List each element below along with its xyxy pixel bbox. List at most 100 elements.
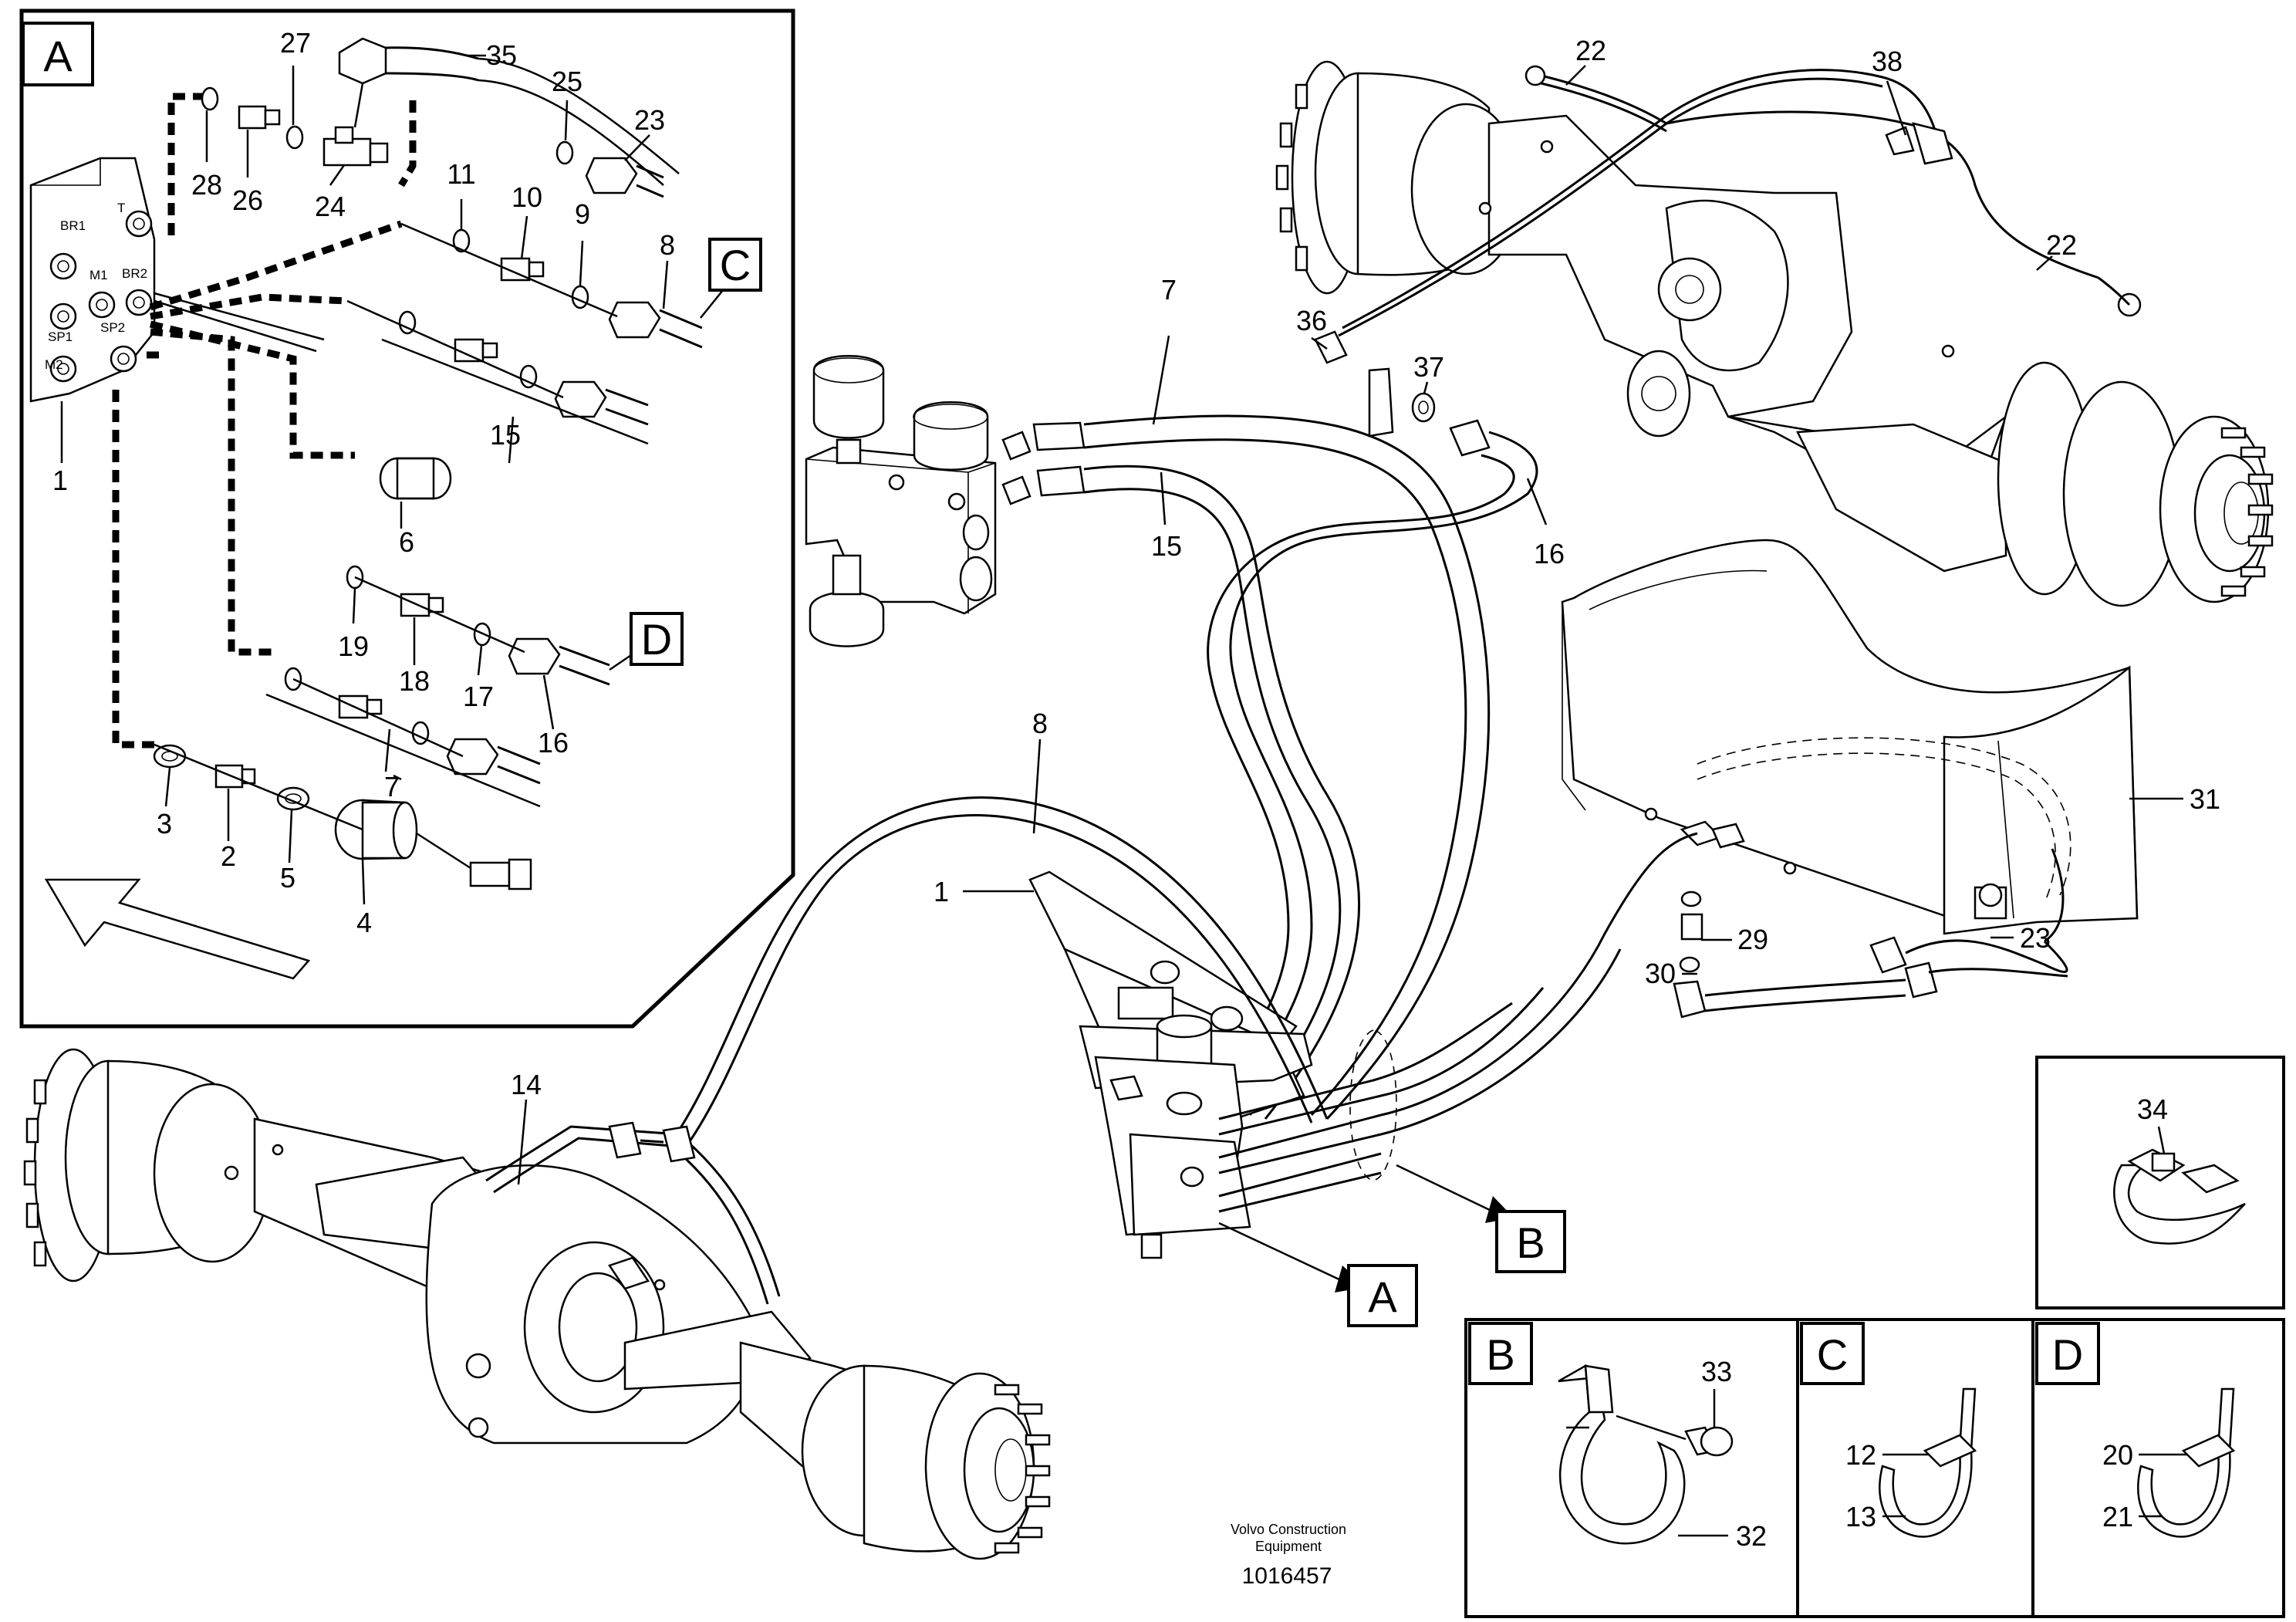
footer-line2: Equipment xyxy=(1255,1539,1322,1554)
label-15-inset: 15 xyxy=(490,419,521,451)
port-sp1: SP1 xyxy=(48,329,73,344)
label-9: 9 xyxy=(575,198,590,230)
label-31: 31 xyxy=(2190,783,2220,815)
port-t: T xyxy=(117,201,125,215)
label-24: 24 xyxy=(315,191,346,222)
callout-b: B xyxy=(1516,1218,1545,1267)
hose-end-16 xyxy=(508,637,610,686)
direction-arrow xyxy=(44,878,311,980)
front-brake-lines xyxy=(485,1121,781,1305)
tee-fitting-24 xyxy=(322,126,389,167)
label-1-inset: 1 xyxy=(52,465,68,496)
label-28: 28 xyxy=(191,169,222,201)
detail-c-label: C xyxy=(1817,1330,1848,1379)
label-23-inset: 23 xyxy=(634,104,665,136)
label-3: 3 xyxy=(157,808,172,840)
label-29: 29 xyxy=(1737,924,1768,955)
rear-brake-pipes xyxy=(1338,65,2142,337)
port-m2: M2 xyxy=(45,357,63,372)
label-32: 32 xyxy=(1736,1520,1767,1552)
callout-arrow-b: B xyxy=(1396,1164,1566,1273)
label-12: 12 xyxy=(1845,1439,1876,1471)
hydraulic-tank xyxy=(1561,539,2139,935)
footer: Volvo Construction Equipment 1016457 xyxy=(1231,1522,1346,1589)
brake-valve-body xyxy=(29,157,156,403)
view-label-a: A xyxy=(43,32,73,80)
label-26: 26 xyxy=(232,184,263,216)
label-10: 10 xyxy=(512,181,542,213)
label-30: 30 xyxy=(1645,958,1676,989)
port-m1: M1 xyxy=(89,268,108,282)
accumulator-center xyxy=(913,401,989,471)
label-4: 4 xyxy=(356,907,372,938)
hose-end-23 xyxy=(585,157,664,198)
detail-34: 34 xyxy=(2035,1056,2285,1309)
brake-pedal-valve xyxy=(1028,832,1698,1259)
label-15: 15 xyxy=(1151,530,1182,562)
label-23: 23 xyxy=(2020,922,2051,954)
sensor-6 xyxy=(379,457,452,500)
callout-a: A xyxy=(1368,1272,1397,1321)
label-2: 2 xyxy=(221,840,236,872)
accumulator-lower xyxy=(809,554,885,647)
document-id: 1016457 xyxy=(1242,1563,1332,1589)
label-20: 20 xyxy=(2102,1439,2133,1471)
label-7-inset: 7 xyxy=(384,771,400,803)
label-34: 34 xyxy=(2137,1093,2168,1125)
accumulator-block xyxy=(805,355,997,647)
label-5: 5 xyxy=(280,862,295,894)
label-33: 33 xyxy=(1701,1356,1732,1387)
front-axle xyxy=(23,1048,1051,1560)
footer-line1: Volvo Construction xyxy=(1231,1522,1346,1537)
label-8: 8 xyxy=(1032,708,1048,739)
label-22-left: 22 xyxy=(1575,35,1606,66)
hose-7-and-15 xyxy=(1001,414,1491,1120)
elbow-fitting-35 xyxy=(338,37,479,128)
port-br1: BR1 xyxy=(60,218,86,233)
label-27: 27 xyxy=(280,27,311,59)
fitting-18 xyxy=(400,593,444,617)
detail-b: B 33 32 xyxy=(1464,1318,1799,1618)
adapter-2 xyxy=(214,764,256,789)
label-14: 14 xyxy=(511,1069,542,1100)
callout-c: C xyxy=(720,241,751,289)
label-16: 16 xyxy=(1534,538,1565,569)
label-37: 37 xyxy=(1413,351,1444,383)
port-sp2: SP2 xyxy=(100,320,125,335)
hose-8-front xyxy=(670,796,1329,1147)
label-1: 1 xyxy=(934,876,949,907)
leader-lines-main xyxy=(517,65,2183,1185)
label-6: 6 xyxy=(399,526,414,558)
label-7: 7 xyxy=(1161,274,1177,306)
label-22-right: 22 xyxy=(2046,229,2077,261)
detail-d: D 20 21 xyxy=(2031,1318,2285,1618)
detail-a-inset: A BR1 T M1 BR2 SP1 SP2 M2 xyxy=(19,8,795,1029)
label-35: 35 xyxy=(486,39,517,71)
tank-fittings xyxy=(1673,848,2068,1019)
fitting-26 xyxy=(238,105,281,130)
label-17: 17 xyxy=(463,681,494,712)
main-labels: 1 7 8 14 15 16 22 22 38 36 37 31 23 29 3… xyxy=(511,35,2220,1100)
label-11: 11 xyxy=(447,158,475,190)
pressure-switch-4 xyxy=(334,799,532,890)
detail-d-label: D xyxy=(2052,1330,2083,1379)
detail-b-label: B xyxy=(1486,1330,1514,1379)
label-36: 36 xyxy=(1296,305,1327,336)
callout-d: D xyxy=(641,615,672,664)
label-19: 19 xyxy=(338,630,369,662)
detail-c: C 12 13 xyxy=(1796,1318,2034,1618)
label-16-inset: 16 xyxy=(538,727,569,759)
label-25: 25 xyxy=(552,66,582,97)
label-13: 13 xyxy=(1845,1501,1876,1532)
hose-end-8 xyxy=(608,301,703,349)
label-8-inset: 8 xyxy=(660,229,675,261)
label-21: 21 xyxy=(2102,1501,2133,1532)
hose-16-upper xyxy=(1179,330,1538,1135)
accumulator-left xyxy=(812,355,885,465)
label-18: 18 xyxy=(399,665,430,697)
port-br2: BR2 xyxy=(122,266,147,281)
fitting-7-group xyxy=(338,694,383,719)
rear-axle xyxy=(1275,60,2274,607)
callout-arrow-a: A xyxy=(1218,1222,1418,1327)
